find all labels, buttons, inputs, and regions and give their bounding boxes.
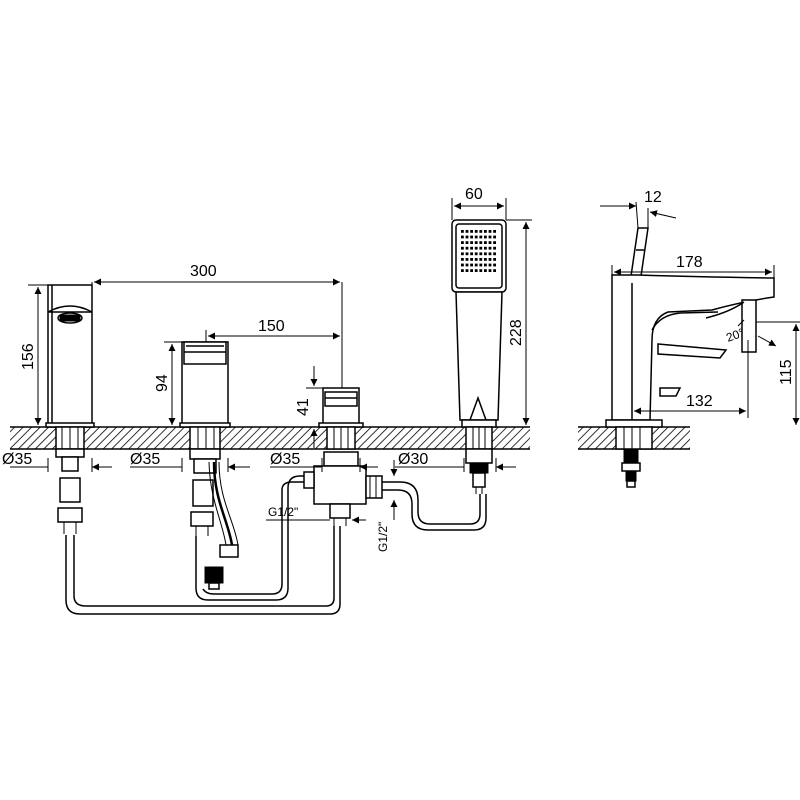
spray-nozzle xyxy=(493,241,496,244)
dim-overall-span: 300 xyxy=(190,263,217,280)
dim-side-height: 115 xyxy=(778,359,795,385)
spray-nozzle xyxy=(488,246,492,250)
mixer-front xyxy=(179,341,239,590)
spray-nozzle xyxy=(488,241,492,244)
spray-nozzle xyxy=(493,230,496,233)
dim-mixer-height: 94 xyxy=(154,374,171,392)
dimension-labels: 300 150 156 94 41 60 228 Ø35 Ø35 Ø35 Ø30… xyxy=(2,186,795,552)
spray-nozzle xyxy=(474,252,478,256)
diverter-front xyxy=(303,387,383,526)
spray-nozzle xyxy=(479,252,483,256)
spray-nozzle xyxy=(488,252,492,256)
spray-nozzle xyxy=(474,241,478,244)
dim-hole-spout: Ø35 xyxy=(2,451,32,468)
hoses xyxy=(65,475,487,615)
dimension-lines xyxy=(10,198,800,524)
dim-side-base: 132 xyxy=(686,393,713,410)
spray-nozzle xyxy=(470,230,473,233)
spout-side-view xyxy=(605,227,775,488)
spray-nozzle xyxy=(470,258,473,261)
spray-nozzle xyxy=(461,258,464,261)
spray-nozzle xyxy=(474,230,478,233)
spray-nozzle xyxy=(461,263,464,267)
spray-nozzle xyxy=(488,263,492,267)
spray-nozzle xyxy=(465,258,469,261)
spray-nozzle xyxy=(479,230,483,233)
spray-nozzle xyxy=(465,235,469,239)
spray-nozzle xyxy=(470,269,473,272)
dim-side-handle: 12 xyxy=(644,189,662,206)
spray-nozzle xyxy=(493,269,496,272)
spray-nozzle xyxy=(493,263,496,267)
spray-nozzle xyxy=(470,241,473,244)
spray-nozzle xyxy=(484,269,487,272)
spray-nozzle xyxy=(484,252,487,256)
dim-mixer-spacing: 150 xyxy=(258,318,285,335)
dim-handshower-length: 228 xyxy=(508,319,525,346)
spray-nozzle xyxy=(484,263,487,267)
dim-spout-angle: 20° xyxy=(724,325,746,344)
spray-nozzle xyxy=(461,230,464,233)
spray-nozzle xyxy=(474,246,478,250)
spray-nozzle xyxy=(484,258,487,261)
dim-spout-height: 156 xyxy=(20,343,37,370)
spray-nozzle xyxy=(461,235,464,239)
spray-nozzle xyxy=(488,269,492,272)
handshower-front xyxy=(451,219,507,494)
spray-nozzle xyxy=(461,246,464,250)
spray-nozzle xyxy=(474,258,478,261)
spray-nozzle xyxy=(465,241,469,244)
spray-nozzle xyxy=(461,252,464,256)
spout-front xyxy=(45,284,95,534)
spray-nozzle xyxy=(479,246,483,250)
spray-nozzle xyxy=(465,246,469,250)
spray-nozzle xyxy=(465,269,469,272)
spray-nozzle xyxy=(484,230,487,233)
spray-nozzle xyxy=(470,252,473,256)
spray-nozzle xyxy=(479,241,483,244)
spray-nozzle xyxy=(479,263,483,267)
spray-nozzle xyxy=(465,263,469,267)
spray-nozzle xyxy=(465,230,469,233)
dim-hole-handshower: Ø30 xyxy=(398,451,428,468)
spray-nozzle xyxy=(474,235,478,239)
spray-nozzle xyxy=(493,258,496,261)
spray-nozzle xyxy=(470,235,473,239)
spray-nozzle xyxy=(474,269,478,272)
spray-nozzle xyxy=(493,252,496,256)
dim-hole-diverter: Ø35 xyxy=(270,451,300,468)
spray-nozzle xyxy=(484,246,487,250)
spray-nozzle xyxy=(465,252,469,256)
spray-nozzle xyxy=(479,258,483,261)
spray-nozzle xyxy=(470,246,473,250)
spray-nozzle xyxy=(461,241,464,244)
spray-nozzle xyxy=(474,263,478,267)
spray-nozzle xyxy=(484,241,487,244)
spray-nozzle-grid xyxy=(461,230,496,272)
thread-vertical: G1/2" xyxy=(376,522,390,552)
spray-nozzle xyxy=(488,235,492,239)
spray-nozzle xyxy=(488,230,492,233)
spray-nozzle xyxy=(479,269,483,272)
spray-nozzle xyxy=(484,235,487,239)
dim-side-projection: 178 xyxy=(676,254,703,271)
spray-nozzle xyxy=(479,235,483,239)
spray-nozzle xyxy=(493,235,496,239)
spray-nozzle xyxy=(488,258,492,261)
dim-hole-mixer: Ø35 xyxy=(130,451,160,468)
spray-nozzle xyxy=(493,246,496,250)
dim-diverter-height: 41 xyxy=(295,398,312,416)
spray-nozzle xyxy=(470,263,473,267)
deck-front-view xyxy=(10,426,530,450)
thread-horizontal: G1/2" xyxy=(268,505,298,519)
spray-nozzle xyxy=(461,269,464,272)
dim-handshower-width: 60 xyxy=(465,186,483,203)
